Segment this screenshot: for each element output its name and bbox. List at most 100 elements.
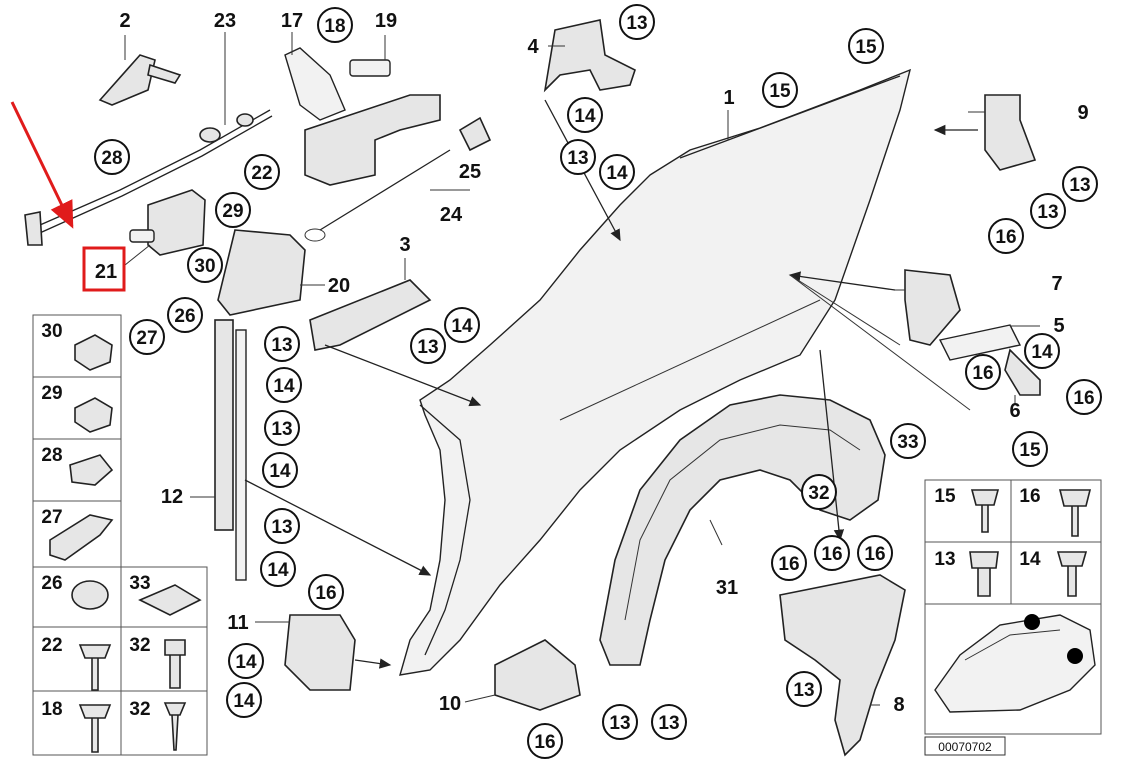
callout: 14 bbox=[567, 97, 603, 133]
reference-box bbox=[924, 736, 1006, 756]
callout: 32 bbox=[801, 474, 837, 510]
clip-icon-28 bbox=[69, 454, 114, 486]
svg-text:13: 13 bbox=[626, 13, 647, 34]
svg-text:9: 9 bbox=[1077, 102, 1088, 124]
svg-text:24: 24 bbox=[440, 204, 463, 226]
key-2 bbox=[98, 54, 182, 106]
svg-text:2: 2 bbox=[119, 10, 130, 32]
fuel-filler-housing bbox=[284, 47, 441, 186]
svg-text:30: 30 bbox=[41, 321, 62, 342]
svg-text:16: 16 bbox=[778, 554, 799, 575]
svg-text:13: 13 bbox=[567, 148, 588, 169]
callout: 33 bbox=[890, 423, 926, 459]
grommet-icon-26 bbox=[71, 580, 109, 610]
callout: 14 bbox=[266, 367, 302, 403]
callout: 14 bbox=[260, 551, 296, 587]
callout: 13 bbox=[264, 326, 300, 362]
svg-text:32: 32 bbox=[129, 635, 150, 656]
callout: 14 bbox=[599, 154, 635, 190]
svg-text:12: 12 bbox=[161, 486, 183, 508]
svg-text:13: 13 bbox=[271, 517, 292, 538]
callout: 16 bbox=[771, 545, 807, 581]
callout: 13 bbox=[651, 704, 687, 740]
svg-text:13: 13 bbox=[793, 680, 814, 701]
callout: 29 bbox=[215, 192, 251, 228]
svg-text:19: 19 bbox=[375, 10, 397, 32]
svg-text:17: 17 bbox=[281, 10, 303, 32]
callout: 15 bbox=[762, 72, 798, 108]
bracket-3 bbox=[309, 279, 432, 351]
svg-text:29: 29 bbox=[41, 383, 62, 404]
svg-text:11: 11 bbox=[227, 612, 248, 634]
plain-labels: 2 23 17 19 4 1 9 25 24 21 20 3 7 5 6 12 … bbox=[95, 10, 1089, 716]
screw-icon-32b bbox=[163, 702, 187, 751]
bolt-icon-32 bbox=[164, 639, 186, 689]
red-arrow bbox=[10, 101, 74, 229]
svg-text:18: 18 bbox=[41, 699, 62, 720]
svg-text:16: 16 bbox=[821, 544, 842, 565]
callout: 13 bbox=[264, 508, 300, 544]
svg-text:13: 13 bbox=[417, 337, 438, 358]
svg-text:14: 14 bbox=[235, 652, 257, 673]
callout: 13 bbox=[786, 671, 822, 707]
callout: 14 bbox=[228, 643, 264, 679]
svg-text:14: 14 bbox=[267, 560, 289, 581]
callout: 14 bbox=[262, 452, 298, 488]
callout: 13 bbox=[602, 704, 638, 740]
callout: 26 bbox=[167, 297, 203, 333]
svg-text:15: 15 bbox=[855, 37, 877, 58]
callout: 13 bbox=[410, 328, 446, 364]
bracket-4 bbox=[543, 19, 636, 93]
actuator-21 bbox=[129, 189, 206, 256]
svg-text:14: 14 bbox=[451, 316, 473, 337]
svg-text:1: 1 bbox=[723, 87, 734, 109]
svg-text:15: 15 bbox=[934, 486, 956, 507]
callout: 16 bbox=[1066, 379, 1102, 415]
hardware-legend bbox=[32, 314, 208, 756]
callout: 13 bbox=[264, 410, 300, 446]
screw-icon-18 bbox=[78, 704, 112, 753]
circled-callouts: 18 15 15 14 14 13 13 14 28 22 29 30 26 2… bbox=[94, 4, 1102, 759]
car-silhouette bbox=[934, 614, 1096, 713]
callout: 27 bbox=[129, 319, 165, 355]
fender-panel bbox=[399, 68, 912, 676]
svg-text:13: 13 bbox=[934, 549, 955, 570]
svg-text:14: 14 bbox=[233, 691, 255, 712]
svg-text:33: 33 bbox=[129, 573, 150, 594]
callout: 15 bbox=[848, 28, 884, 64]
svg-text:14: 14 bbox=[1031, 342, 1053, 363]
bracket-20 bbox=[217, 229, 306, 316]
svg-text:8: 8 bbox=[893, 694, 904, 716]
svg-text:3: 3 bbox=[399, 234, 410, 256]
reference-number: 00070702 bbox=[938, 740, 992, 754]
svg-text:13: 13 bbox=[1069, 175, 1090, 196]
svg-text:16: 16 bbox=[1073, 388, 1094, 409]
svg-text:13: 13 bbox=[1037, 202, 1058, 223]
callout: 22 bbox=[244, 154, 280, 190]
red-highlight-box bbox=[82, 246, 126, 292]
screw-icon-14 bbox=[1056, 551, 1088, 597]
svg-text:29: 29 bbox=[222, 201, 243, 222]
svg-text:22: 22 bbox=[41, 635, 62, 656]
svg-text:23: 23 bbox=[214, 10, 236, 32]
callout: 16 bbox=[527, 723, 563, 759]
svg-text:32: 32 bbox=[129, 699, 150, 720]
callout: 30 bbox=[187, 247, 223, 283]
callout: 16 bbox=[308, 574, 344, 610]
release-cable bbox=[24, 109, 273, 246]
strip-12 bbox=[214, 319, 247, 581]
svg-text:16: 16 bbox=[315, 583, 336, 604]
circled-callouts-extra: 13 13 16 bbox=[988, 166, 1098, 254]
legend-labels: 30 29 28 27 26 33 22 32 18 32 bbox=[41, 321, 150, 720]
svg-text:14: 14 bbox=[269, 461, 291, 482]
svg-text:13: 13 bbox=[658, 713, 679, 734]
callout: 15 bbox=[1012, 431, 1048, 467]
svg-text:5: 5 bbox=[1053, 315, 1064, 337]
screw-icon-22 bbox=[78, 644, 112, 691]
wheel-arch-liner bbox=[599, 394, 886, 666]
svg-text:13: 13 bbox=[271, 335, 292, 356]
location-dot bbox=[1067, 648, 1083, 664]
callout: 13 bbox=[619, 4, 655, 40]
